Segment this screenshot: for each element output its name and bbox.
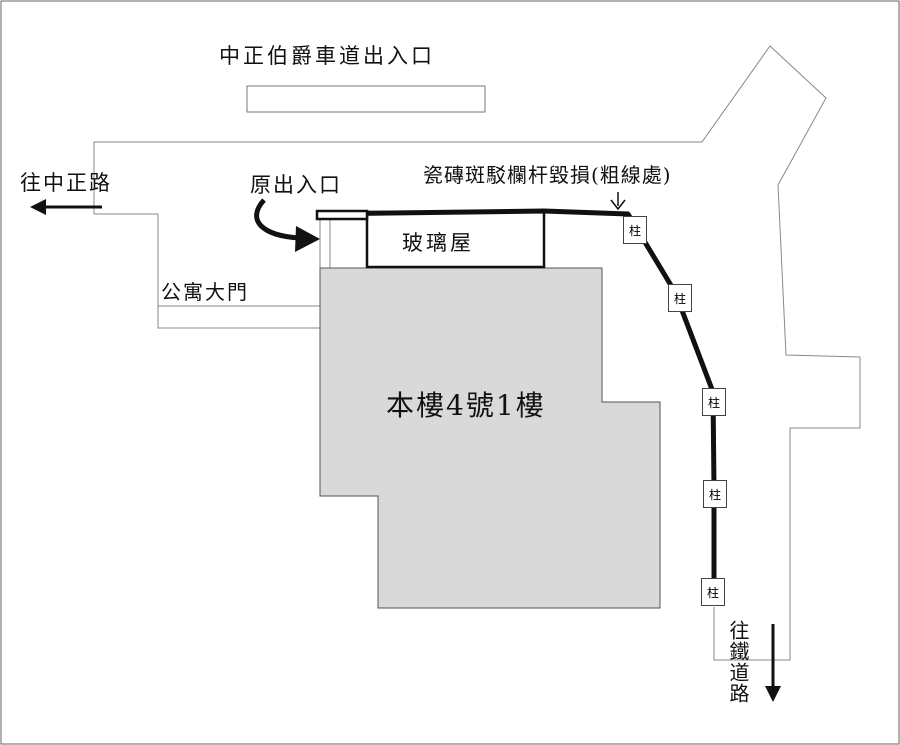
curved-arrow-head xyxy=(295,226,320,252)
to-tiedao-label: 往鐵道路 xyxy=(726,620,750,704)
glass-house-label: 玻璃屋 xyxy=(402,231,474,255)
apartment-gate-label: 公寓大門 xyxy=(161,280,249,304)
curved-arrow-path xyxy=(254,198,301,241)
railing-start-cap xyxy=(315,209,369,221)
arrow-down-head xyxy=(765,686,781,702)
pillar-4: 柱 xyxy=(703,480,727,508)
damage-pointer-head xyxy=(610,199,626,211)
arrow-left-head xyxy=(30,199,46,215)
site-boundary xyxy=(93,45,861,661)
pillar-3: 柱 xyxy=(702,388,726,416)
main-building-shape xyxy=(319,267,661,609)
glass-house-box xyxy=(365,210,546,269)
pillar-2: 柱 xyxy=(668,284,692,312)
left-boundary xyxy=(94,213,320,329)
pillar-5: 柱 xyxy=(701,578,725,606)
to-zhongzheng-label: 往中正路 xyxy=(20,171,112,195)
pillar-1: 柱 xyxy=(623,216,647,244)
original-entrance-frame xyxy=(319,213,331,268)
driveway-entrance-label: 中正伯爵車道出入口 xyxy=(219,44,435,68)
damage-note-label: 瓷磚斑駁欄杆毀損(粗線處) xyxy=(423,163,672,187)
driveway-entrance-bar xyxy=(246,85,486,113)
main-building-label: 本樓4號1樓 xyxy=(386,389,546,422)
original-entrance-label: 原出入口 xyxy=(250,173,342,197)
